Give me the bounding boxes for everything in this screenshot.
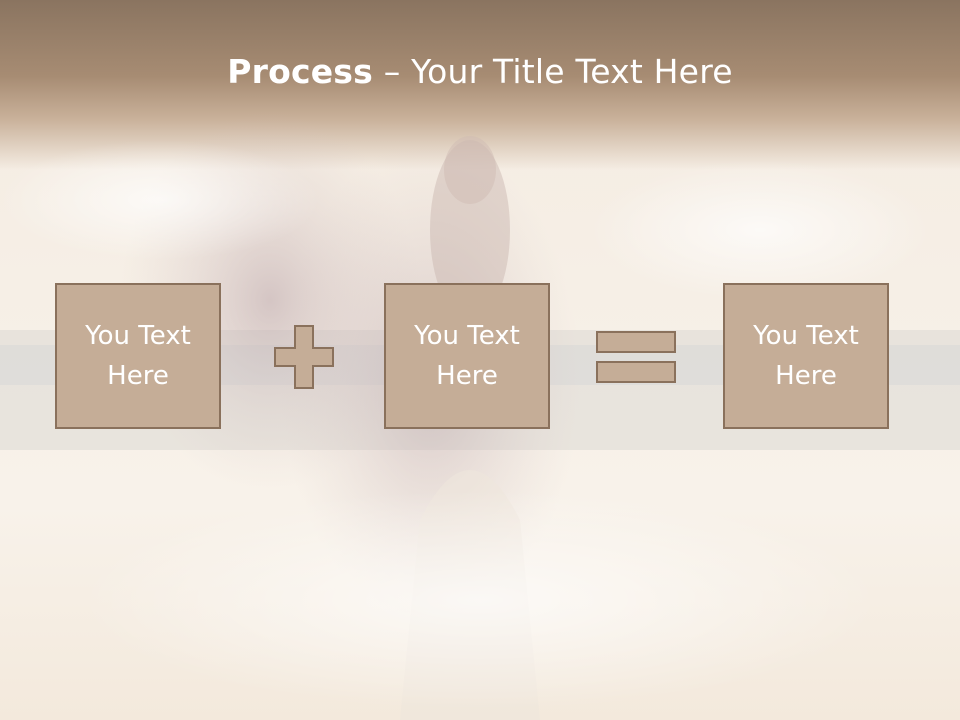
process-box-2[interactable]: You Text Here	[384, 283, 550, 429]
title-separator: –	[373, 52, 412, 91]
title-rest: Your Title Text Here	[411, 52, 733, 91]
slide-title: Process – Your Title Text Here	[0, 52, 960, 91]
plus-icon	[274, 325, 334, 389]
equals-icon	[596, 331, 676, 383]
process-box-1[interactable]: You Text Here	[55, 283, 221, 429]
process-box-3[interactable]: You Text Here	[723, 283, 889, 429]
title-bold: Process	[227, 52, 373, 91]
process-box-3-text: You Text Here	[753, 321, 859, 391]
process-box-2-text: You Text Here	[414, 321, 520, 391]
process-box-1-text: You Text Here	[85, 321, 191, 391]
